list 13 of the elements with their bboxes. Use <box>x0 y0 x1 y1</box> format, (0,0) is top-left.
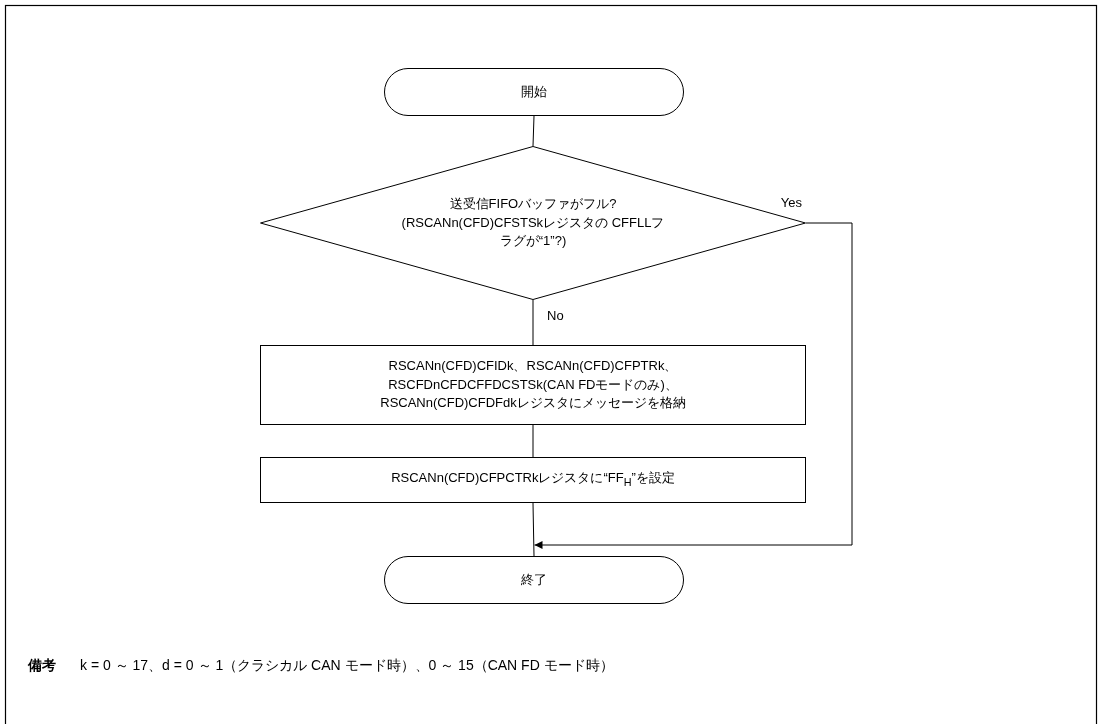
node-text: 終了 <box>521 570 547 589</box>
terminal-shape <box>384 68 684 116</box>
node-text: 開始 <box>521 82 547 101</box>
note-heading: 備考 <box>28 657 56 675</box>
terminal-shape <box>384 556 684 604</box>
process-box <box>260 345 806 425</box>
edge-label: No <box>545 308 566 323</box>
process-box <box>260 457 806 503</box>
node-text: 送受信FIFOバッファがフル? (RSCANn(CFD)CFSTSkレジスタの CFFLLフラグが“1”?) <box>400 194 666 251</box>
node-text: RSCANn(CFD)CFPCTRkレジスタに“FF$_{H}$”を設定 <box>391 469 675 490</box>
decision-diamond <box>260 146 806 300</box>
node-text: RSCANn(CFD)CFIDk、RSCANn(CFD)CFPTRk、 RSCFDnCFDCFFDCSTSk(CAN FDモードのみ)、 RSCANn(CFD)CFDFdkレジスタにメッセージを格納 <box>379 356 687 413</box>
note-text: k = 0 ～ 17、d = 0 ～ 1（クラシカル CAN モード時）、0 ～ 15（CAN FD モード時） <box>80 657 614 675</box>
